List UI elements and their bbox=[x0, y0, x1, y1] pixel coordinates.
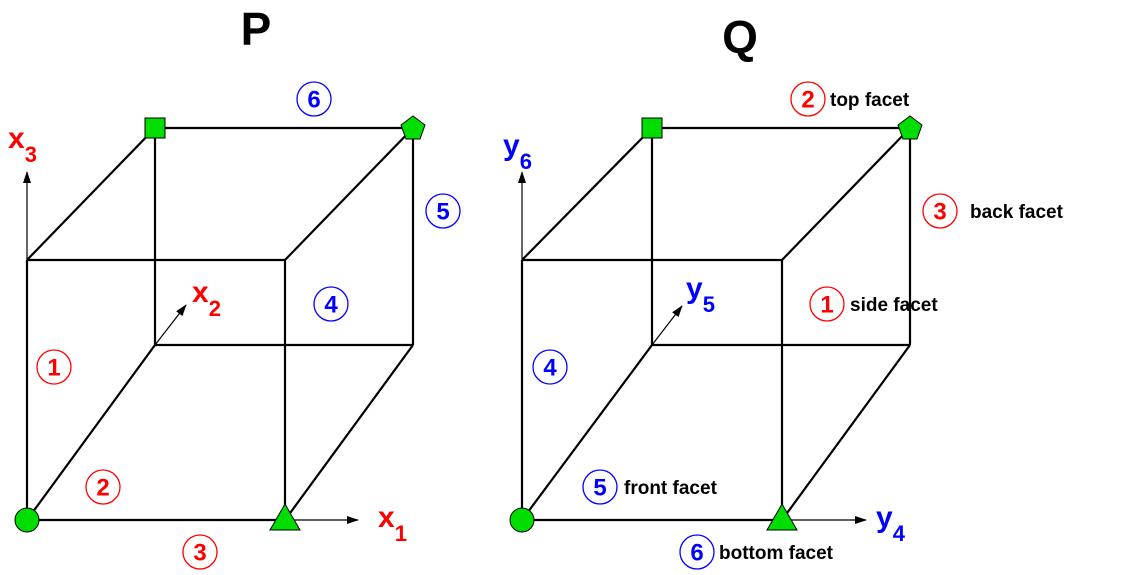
cube-edges bbox=[520, 126, 912, 522]
svg-text:6: 6 bbox=[690, 540, 703, 567]
facet-marker: 1 bbox=[36, 349, 72, 385]
facet-label: bottom facet bbox=[719, 543, 834, 564]
vertex-triangle-icon bbox=[766, 502, 798, 531]
facet-markers: 2 top facet 3 back facet 1 side facet 4 … bbox=[532, 81, 1064, 570]
svg-text:3: 3 bbox=[193, 540, 206, 567]
axis-arrows bbox=[518, 171, 867, 524]
facet-marker-back: 3 back facet bbox=[922, 193, 1064, 229]
facet-marker-front: 5 front facet bbox=[582, 469, 718, 505]
vertex-pentagon-icon bbox=[897, 115, 923, 140]
axis-label-x1: x1 bbox=[378, 501, 407, 546]
vertex-markers bbox=[509, 115, 923, 533]
vertex-triangle-icon bbox=[269, 502, 301, 531]
svg-text:2: 2 bbox=[801, 87, 814, 114]
vertex-square-icon bbox=[144, 117, 166, 139]
facet-marker: 4 bbox=[532, 349, 568, 385]
svg-text:1: 1 bbox=[820, 292, 833, 319]
svg-text:3: 3 bbox=[933, 199, 946, 226]
axis-label-y4: y4 bbox=[876, 501, 906, 546]
svg-text:4: 4 bbox=[324, 292, 338, 319]
svg-text:5: 5 bbox=[436, 199, 449, 226]
svg-text:1: 1 bbox=[47, 355, 60, 382]
axis-label-x2: x2 bbox=[192, 276, 221, 321]
facet-marker-bottom: 6 bottom facet bbox=[679, 534, 834, 570]
axis-label-x3: x3 bbox=[8, 122, 37, 167]
cube-edges bbox=[25, 126, 415, 522]
diagram-title: Q bbox=[722, 11, 758, 63]
facet-label: front facet bbox=[624, 478, 718, 499]
svg-text:5: 5 bbox=[593, 475, 606, 502]
axis-labels: x1 x2 x3 bbox=[8, 122, 407, 546]
svg-text:4: 4 bbox=[543, 355, 557, 382]
facet-markers: 1 2 3 4 5 6 bbox=[36, 81, 461, 570]
facet-marker: 2 bbox=[85, 469, 121, 505]
axis-labels: y4 y5 y6 bbox=[503, 129, 906, 546]
vertex-circle-icon bbox=[509, 507, 535, 533]
axis-y5-arrow bbox=[651, 305, 683, 346]
axis-arrows bbox=[23, 171, 359, 524]
diagram-q: Q y4 y5 y6 bbox=[503, 11, 1064, 570]
facet-label: side facet bbox=[850, 295, 938, 316]
axis-label-y5: y5 bbox=[686, 272, 715, 317]
diagram-title: P bbox=[241, 3, 272, 55]
facet-marker-side: 1 side facet bbox=[809, 286, 938, 322]
svg-text:2: 2 bbox=[96, 475, 109, 502]
vertex-square-icon bbox=[641, 117, 663, 139]
facet-label: top facet bbox=[830, 90, 910, 111]
svg-text:6: 6 bbox=[307, 87, 320, 114]
axis-label-y6: y6 bbox=[503, 129, 532, 174]
facet-marker: 4 bbox=[313, 286, 349, 322]
diagram-p: P x1 x2 x3 bbox=[8, 3, 461, 570]
facet-label: back facet bbox=[970, 202, 1064, 223]
vertex-pentagon-icon bbox=[400, 115, 426, 140]
facet-marker: 5 bbox=[425, 193, 461, 229]
facet-marker-top: 2 top facet bbox=[790, 81, 910, 117]
axis-x2-arrow bbox=[154, 304, 187, 346]
facet-marker: 6 bbox=[296, 81, 332, 117]
vertex-circle-icon bbox=[14, 507, 40, 533]
facet-marker: 3 bbox=[182, 534, 218, 570]
vertex-markers bbox=[14, 115, 426, 533]
